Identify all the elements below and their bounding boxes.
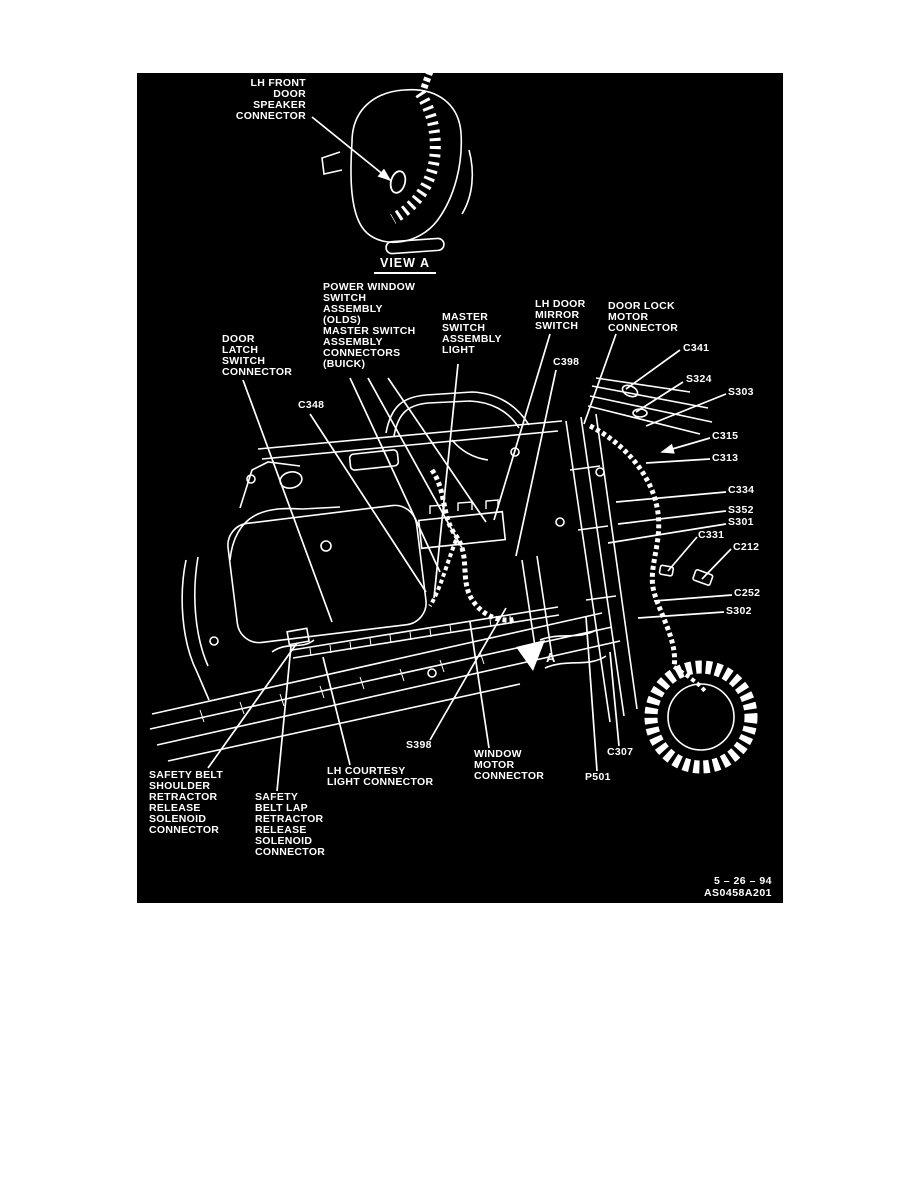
callout-door-lock-motor-connector: DOOR LOCK MOTOR CONNECTOR bbox=[608, 300, 679, 334]
callout-c252: C252 bbox=[734, 587, 761, 599]
callout-c307: C307 bbox=[607, 746, 634, 758]
callout-window-motor-connector: WINDOW MOTOR CONNECTOR bbox=[474, 748, 545, 782]
callout-c331: C331 bbox=[698, 529, 725, 541]
callout-lh-front-door-speaker-connector: LH FRONT DOOR SPEAKER CONNECTOR bbox=[235, 77, 306, 122]
callout-power-window-switch-assembly-connectors: POWER WINDOW SWITCH ASSEMBLY (OLDS) MAST… bbox=[323, 281, 416, 370]
callout-c313: C313 bbox=[712, 452, 739, 464]
drawing-number: AS0458A201 bbox=[703, 887, 772, 899]
callout-p501: P501 bbox=[585, 771, 611, 783]
callout-c334: C334 bbox=[728, 484, 755, 496]
callout-c348: C348 bbox=[298, 399, 325, 411]
view-direction-arrow-label: A bbox=[546, 650, 556, 665]
view-a-caption: VIEW A bbox=[374, 256, 436, 274]
callout-s301: S301 bbox=[728, 516, 754, 528]
callout-s398: S398 bbox=[406, 739, 432, 751]
callout-s352: S352 bbox=[728, 504, 754, 516]
callout-lh-courtesy-light-connector: LH COURTESY LIGHT CONNECTOR bbox=[327, 765, 434, 788]
callout-master-switch-assembly-light: MASTER SWITCH ASSEMBLY LIGHT bbox=[442, 311, 502, 356]
callout-lh-door-mirror-switch: LH DOOR MIRROR SWITCH bbox=[535, 298, 586, 332]
revision-date: 5 – 26 – 94 bbox=[713, 875, 772, 887]
callout-c398: C398 bbox=[553, 356, 580, 368]
callout-safety-belt-shoulder-retractor-release-solenoid-connector: SAFETY BELT SHOULDER RETRACTOR RELEASE S… bbox=[149, 769, 224, 836]
callout-c212: C212 bbox=[733, 541, 760, 553]
callout-s324: S324 bbox=[686, 373, 712, 385]
callout-c315: C315 bbox=[712, 430, 739, 442]
callout-safety-belt-lap-retractor-release-solenoid-connector: SAFETY BELT LAP RETRACTOR RELEASE SOLENO… bbox=[255, 791, 326, 858]
callout-s302: S302 bbox=[726, 605, 752, 617]
callout-c341: C341 bbox=[683, 342, 710, 354]
diagram-panel bbox=[137, 73, 783, 903]
callout-door-latch-switch-connector: DOOR LATCH SWITCH CONNECTOR bbox=[222, 333, 293, 378]
callout-s303: S303 bbox=[728, 386, 754, 398]
